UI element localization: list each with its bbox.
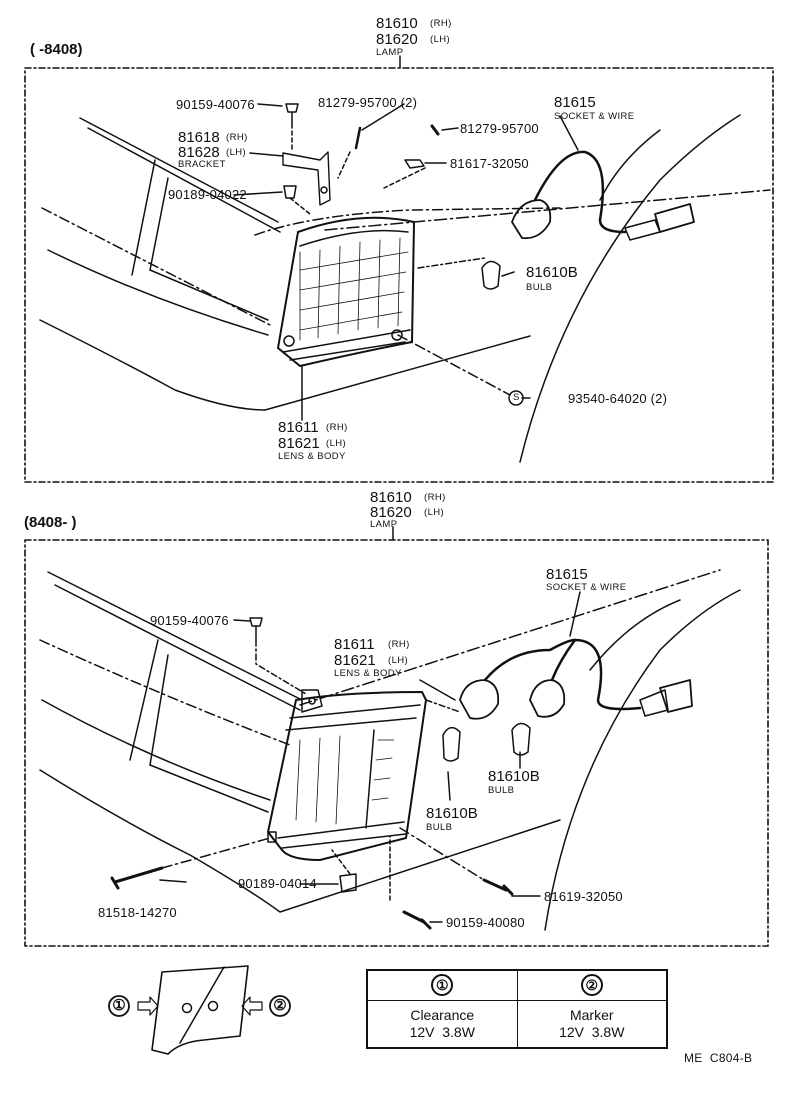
top-socket-art <box>511 199 552 240</box>
bottom-bulb-1-number: 81610B <box>426 805 478 822</box>
top-bracket-rh-number: 81618 <box>178 129 220 146</box>
bottom-lamp-lh-tag: (LH) <box>424 507 445 518</box>
legend-head-2: ② <box>516 969 668 1001</box>
bottom-lens-rh-tag: (RH) <box>388 639 410 650</box>
legend-clearance-spec: 12V 3.8W <box>409 1023 475 1040</box>
top-s-mark: S <box>513 392 520 403</box>
top-lamp-rh-number: 81610 <box>376 15 418 32</box>
bottom-screw-e-art <box>482 878 508 892</box>
legend-cell-clearance: Clearance 12V 3.8W <box>366 999 518 1049</box>
bottom-lens-name: LENS & BODY <box>334 668 402 679</box>
top-lamp-lh-tag: (LH) <box>430 34 451 45</box>
top-lens-rh-number: 81611 <box>278 419 319 436</box>
top-lens-lh-tag: (LH) <box>326 438 347 449</box>
bottom-socket-2-art <box>529 679 566 718</box>
bottom-socket-name: SOCKET & WIRE <box>546 582 627 593</box>
top-bracket-lh-number: 81628 <box>178 144 220 161</box>
legend-cell-marker: Marker 12V 3.8W <box>516 999 668 1049</box>
bottom-lamp-rh-tag: (RH) <box>424 492 446 503</box>
top-s-mark-circle <box>508 390 524 406</box>
bottom-clip-art <box>339 873 357 893</box>
bottom-frame <box>24 539 769 947</box>
bottom-bulb-2-name: BULB <box>488 785 515 796</box>
top-nut-number: 81617-32050 <box>450 156 529 171</box>
top-bracket-name: BRACKET <box>178 159 226 170</box>
top-lens-rh-tag: (RH) <box>326 422 348 433</box>
top-screw-c-number: 81279-95700 <box>460 121 539 136</box>
top-clip-art <box>283 185 297 199</box>
top-bracket-rh-tag: (RH) <box>226 132 248 143</box>
bottom-lens-lh-tag: (LH) <box>388 655 409 666</box>
legend-marker-label: Marker <box>569 1006 614 1023</box>
bottom-clip-number: 90189-04014 <box>238 876 317 891</box>
top-screw-b-number: 81279-95700 (2) <box>318 95 418 110</box>
top-lens-name: LENS & BODY <box>278 451 346 462</box>
legend-header-row: ① ② <box>366 969 668 1001</box>
top-screw-d-number: 93540-64020 (2) <box>568 391 668 406</box>
bottom-lamp-name: LAMP <box>370 519 398 530</box>
bottom-screw-f-number: 90159-40080 <box>446 915 525 930</box>
bottom-screw-e-number: 81619-32050 <box>544 889 623 904</box>
detail-lamp-shape <box>151 965 249 1055</box>
top-bulb-name: BULB <box>526 282 553 293</box>
footer-code: ME C804-B <box>684 1051 753 1065</box>
detail-inset-art <box>108 965 291 1055</box>
top-screw-a-art <box>285 103 299 125</box>
detail-arrow-left <box>137 996 159 1016</box>
legend-clearance-label: Clearance <box>410 1006 475 1023</box>
top-nut-art <box>404 159 425 169</box>
top-bracket-art <box>282 151 331 206</box>
bottom-socket-number: 81615 <box>546 566 588 583</box>
detail-marker-2: ② <box>273 997 287 1014</box>
top-bulb-art <box>481 260 501 290</box>
bottom-socket-1-art <box>459 679 500 720</box>
bottom-lens-rh-number: 81611 <box>334 636 375 653</box>
bottom-lamp-rh-number: 81610 <box>370 489 412 506</box>
top-bulb-number: 81610B <box>526 264 578 281</box>
top-range-label: ( -8408) <box>30 41 83 58</box>
top-lens-lh-number: 81621 <box>278 435 320 452</box>
legend-value-row: Clearance 12V 3.8W Marker 12V 3.8W <box>366 999 668 1049</box>
bottom-screw-long-number: 81518-14270 <box>98 905 177 920</box>
top-clip-number: 90189-04022 <box>168 187 247 202</box>
bottom-bulb-2-art <box>511 722 531 756</box>
top-frame <box>24 67 774 483</box>
bottom-screw-a-art <box>249 617 263 641</box>
bottom-bulb-1-art <box>442 726 461 762</box>
detail-arrow-right <box>241 996 263 1016</box>
bulb-legend-table: ① ② Clearance 12V 3.8W Marker 12V 3.8W <box>366 969 668 1049</box>
bottom-screw-a-number: 90159-40076 <box>150 613 229 628</box>
top-bracket-lh-tag: (LH) <box>226 147 247 158</box>
top-lamp-name: LAMP <box>376 47 404 58</box>
bottom-panel-art <box>24 526 769 947</box>
top-lamp-lh-number: 81620 <box>376 31 418 48</box>
bottom-lens-lh-number: 81621 <box>334 652 376 669</box>
bottom-bulb-2-number: 81610B <box>488 768 540 785</box>
top-panel-art <box>24 55 774 483</box>
top-screw-a-number: 90159-40076 <box>176 97 255 112</box>
bottom-bulb-1-name: BULB <box>426 822 453 833</box>
legend-marker-spec: 12V 3.8W <box>559 1023 625 1040</box>
legend-head-1: ① <box>366 969 518 1001</box>
top-socket-name: SOCKET & WIRE <box>554 111 635 122</box>
bottom-range-label: (8408- ) <box>24 514 77 531</box>
detail-marker-1: ① <box>112 997 126 1014</box>
bottom-screw-long-art <box>110 866 164 890</box>
top-socket-number: 81615 <box>554 94 596 111</box>
bottom-lamp-lh-number: 81620 <box>370 504 412 521</box>
bottom-lamp-body <box>267 691 427 861</box>
top-lamp-rh-tag: (RH) <box>430 18 452 29</box>
